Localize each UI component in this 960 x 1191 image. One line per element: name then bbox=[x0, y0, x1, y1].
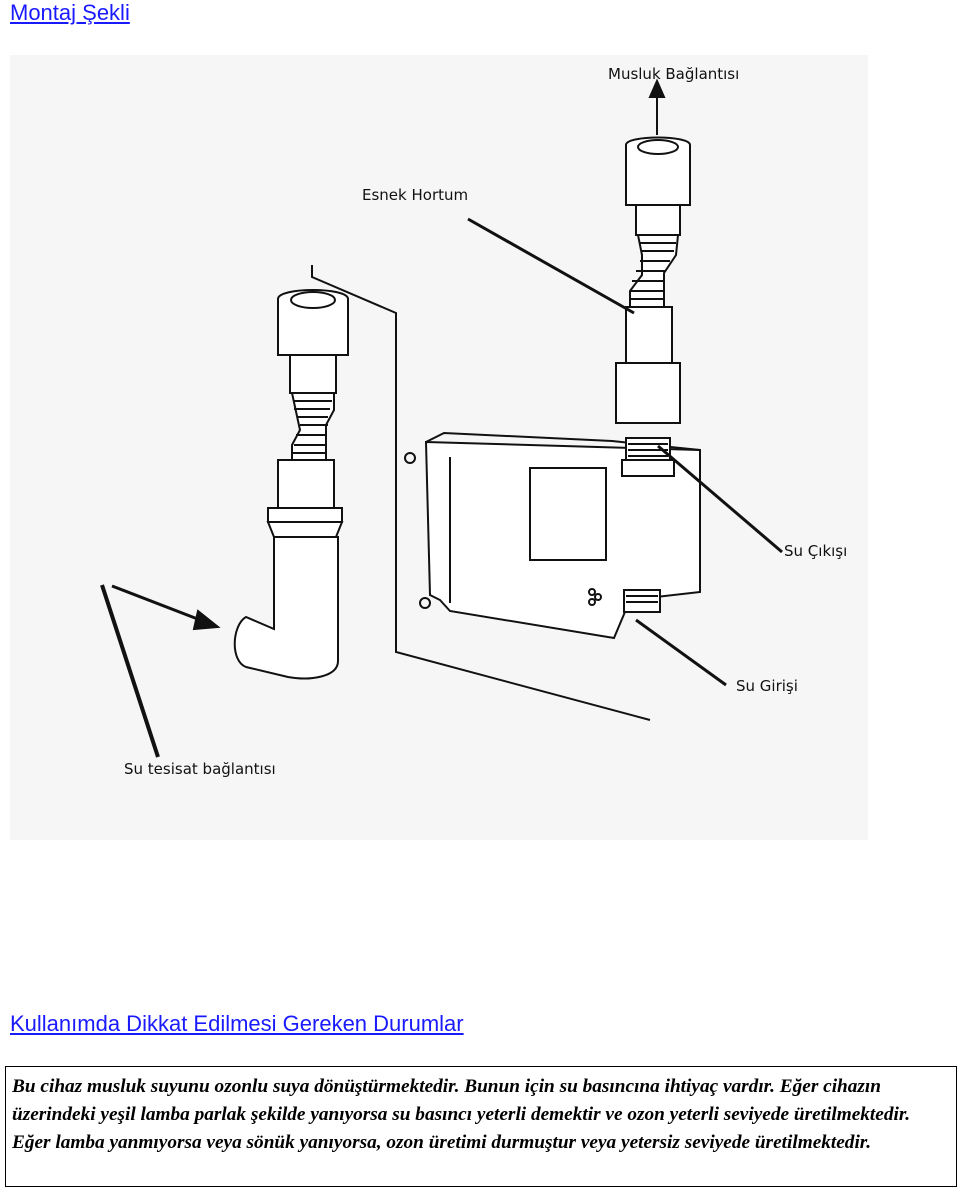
arrow-head-icon bbox=[648, 78, 666, 98]
section-title-usage-notes[interactable]: Kullanımda Dikkat Edilmesi Gereken Durum… bbox=[10, 1011, 464, 1036]
usage-note-text: Bu cihaz musluk suyunu ozonlu suya dönüş… bbox=[12, 1076, 911, 1153]
mounting-diagram: Musluk Bağlantısı Esnek Hortum Su Çıkışı… bbox=[10, 55, 868, 840]
label-water-inlet: Su Girişi bbox=[736, 677, 798, 695]
pointer-water-outlet bbox=[657, 444, 783, 554]
label-flexible-hose: Esnek Hortum bbox=[362, 186, 468, 204]
section-title-mounting[interactable]: Montaj Şekli bbox=[10, 0, 130, 25]
label-water-outlet: Su Çıkışı bbox=[784, 542, 847, 560]
pointer-flexible-hose bbox=[467, 217, 635, 315]
pointer-water-inlet bbox=[635, 618, 727, 687]
label-plumbing-connection: Su tesisat bağlantısı bbox=[124, 760, 276, 778]
pointer-plumbing-connection bbox=[100, 584, 160, 758]
arrow-head-icon bbox=[192, 609, 221, 631]
right-hose-assembly bbox=[615, 136, 691, 424]
pointer-plumbing-arrow-line bbox=[111, 584, 209, 625]
ozone-device bbox=[404, 431, 701, 640]
wall-bracket-outline bbox=[311, 265, 651, 721]
label-faucet-connection: Musluk Bağlantısı bbox=[608, 65, 739, 83]
left-hose-assembly bbox=[233, 289, 349, 680]
usage-note-box: Bu cihaz musluk suyunu ozonlu suya dönüş… bbox=[5, 1066, 957, 1187]
